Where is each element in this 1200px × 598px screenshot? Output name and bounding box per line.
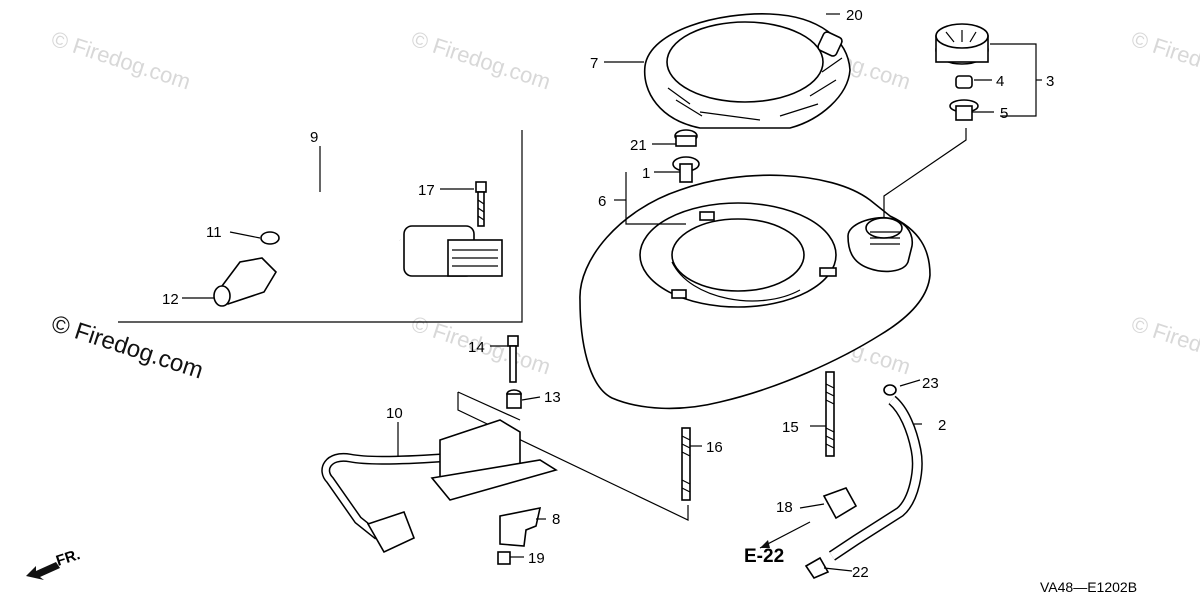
callout-18: 18 (776, 499, 793, 516)
watermark-7: © Firedog.com (1128, 311, 1200, 379)
fuel-tube (804, 384, 923, 579)
front-arrow-icon (26, 562, 60, 580)
fuel-cap-assembly (935, 23, 989, 121)
inset-ignition-coil (213, 181, 503, 307)
callout-1: 1 (642, 165, 650, 182)
callout-7: 7 (590, 55, 598, 72)
callout-11: 11 (206, 224, 222, 241)
callout-5: 5 (1000, 105, 1008, 122)
callout-19: 19 (528, 550, 545, 567)
callout-14: 14 (468, 339, 485, 356)
watermark-1: © Firedog.com (48, 26, 193, 94)
reference-e22: E-22 (744, 546, 784, 567)
callout-4: 4 (996, 73, 1004, 90)
studs (681, 371, 835, 501)
leader-lines (182, 13, 1042, 572)
inset-border (118, 130, 523, 323)
assembly-bracket-line (457, 392, 689, 521)
callout-13: 13 (544, 389, 561, 406)
diagram-code: VA48—E1202B (1040, 579, 1137, 595)
watermark-4: © Firedog.com (1128, 26, 1200, 94)
callout-10: 10 (386, 405, 403, 422)
callout-15: 15 (782, 419, 799, 436)
front-marker: FR. (26, 546, 82, 580)
recoil-cover (643, 13, 851, 129)
front-label: FR. (54, 546, 82, 570)
watermark-2: © Firedog.com (408, 26, 553, 94)
watermark-main: © Firedog.com (48, 310, 206, 384)
grommet-and-nut (672, 129, 700, 183)
assembly-bracket-line-2 (457, 391, 521, 421)
callout-17: 17 (418, 182, 435, 199)
callout-9: 9 (310, 129, 318, 146)
callout-20: 20 (846, 7, 863, 24)
callout-23: 23 (922, 375, 939, 392)
ignition-coil (321, 335, 558, 565)
callout-22: 22 (852, 564, 869, 581)
callout-3: 3 (1046, 73, 1054, 90)
callout-6: 6 (598, 193, 606, 210)
callout-2: 2 (938, 417, 946, 434)
fan-cover (579, 174, 931, 410)
callout-21: 21 (630, 137, 647, 154)
callout-8: 8 (552, 511, 560, 528)
callout-16: 16 (706, 439, 723, 456)
callout-labels: 20 7 3 4 5 21 1 6 9 17 11 12 14 13 10 23… (162, 7, 1054, 581)
callout-12: 12 (162, 291, 179, 308)
